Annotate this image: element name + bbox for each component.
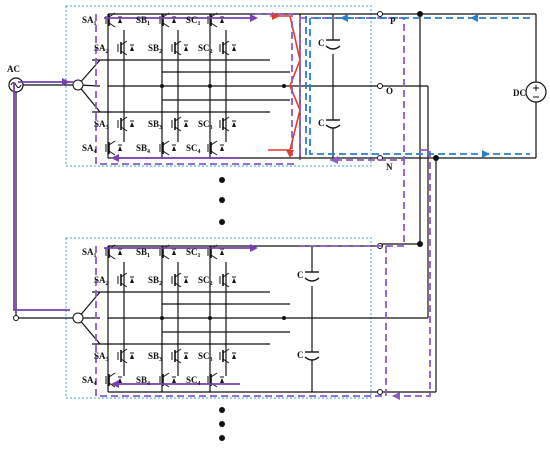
switch-label: SB2 bbox=[148, 43, 162, 55]
igbt-switch bbox=[171, 348, 188, 364]
blue-arrow-heads bbox=[340, 14, 490, 158]
node-o-label: O bbox=[386, 86, 393, 96]
switch-symbols bbox=[105, 12, 236, 388]
switch-label: SC3 bbox=[198, 119, 213, 131]
switch-label: SA4 bbox=[82, 143, 97, 155]
ac-label: AC bbox=[7, 64, 20, 74]
igbt-switch bbox=[159, 372, 176, 388]
switch-label: SA2 bbox=[94, 275, 109, 287]
switch-label: SA1 bbox=[82, 15, 97, 27]
capacitor-top-1 bbox=[325, 39, 341, 50]
switch-label: SA2 bbox=[94, 43, 109, 55]
node-n-label: N bbox=[386, 162, 393, 172]
switch-label: SB4 bbox=[136, 143, 150, 155]
capacitor-bottom-2 bbox=[304, 351, 320, 361]
switch-label: SC1 bbox=[186, 15, 201, 27]
switch-label: SB1 bbox=[136, 247, 150, 259]
ac-source bbox=[8, 77, 24, 93]
cap-label-2b: C bbox=[297, 350, 304, 360]
igbt-switch bbox=[171, 272, 188, 288]
dc-source bbox=[525, 81, 547, 103]
igbt-switch bbox=[117, 116, 134, 132]
switch-label: SB2 bbox=[148, 275, 162, 287]
igbt-switch bbox=[159, 12, 176, 28]
open-terminals bbox=[13, 11, 383, 395]
cap-label-2a: C bbox=[297, 270, 304, 280]
capacitor-top-2 bbox=[304, 271, 320, 282]
switch-label: SC2 bbox=[198, 43, 213, 55]
continuation-dots-2 bbox=[219, 407, 225, 441]
switch-label: SB4 bbox=[136, 375, 150, 387]
igbt-switch bbox=[207, 140, 224, 156]
igbt-switch bbox=[219, 116, 236, 132]
igbt-switch bbox=[171, 116, 188, 132]
cap-label-1a: C bbox=[318, 38, 325, 48]
blue-dashed-path bbox=[305, 16, 530, 156]
igbt-switch bbox=[171, 40, 188, 56]
switch-label: SC4 bbox=[186, 375, 201, 387]
violet-arrow-heads bbox=[330, 156, 400, 400]
igbt-switch bbox=[105, 12, 122, 28]
switch-label: SC2 bbox=[198, 275, 213, 287]
switch-label: SB3 bbox=[148, 119, 162, 131]
dc-label: DC bbox=[513, 88, 526, 98]
igbt-switch bbox=[219, 272, 236, 288]
igbt-switch bbox=[117, 272, 134, 288]
junction-dots bbox=[160, 11, 439, 320]
node-p-label: P bbox=[390, 16, 396, 26]
igbt-switch bbox=[207, 372, 224, 388]
igbt-switch bbox=[105, 140, 122, 156]
cap-label-1b: C bbox=[318, 118, 325, 128]
switch-label: SC1 bbox=[186, 247, 201, 259]
capacitor-bottom-1 bbox=[325, 119, 341, 129]
main-wiring bbox=[15, 13, 537, 393]
violet-dashed-path bbox=[95, 13, 431, 397]
purple-arrow-heads bbox=[62, 14, 258, 388]
igbt-switch bbox=[219, 40, 236, 56]
igbt-switch bbox=[207, 12, 224, 28]
igbt-switch bbox=[219, 348, 236, 364]
switch-label: SC4 bbox=[186, 143, 201, 155]
switch-label: SA3 bbox=[94, 119, 109, 131]
red-arrow-heads bbox=[272, 12, 294, 158]
igbt-switch bbox=[117, 348, 134, 364]
switch-label: SA4 bbox=[82, 375, 97, 387]
red-current-path bbox=[268, 15, 301, 151]
switch-label: SA3 bbox=[94, 351, 109, 363]
switch-label: SB1 bbox=[136, 15, 150, 27]
igbt-switch bbox=[117, 40, 134, 56]
continuation-dots-1 bbox=[219, 177, 225, 225]
purple-current-path bbox=[13, 17, 255, 385]
switch-label: SB3 bbox=[148, 351, 162, 363]
switch-label: SC3 bbox=[198, 351, 213, 363]
switch-label: SA1 bbox=[82, 247, 97, 259]
igbt-switch bbox=[159, 140, 176, 156]
